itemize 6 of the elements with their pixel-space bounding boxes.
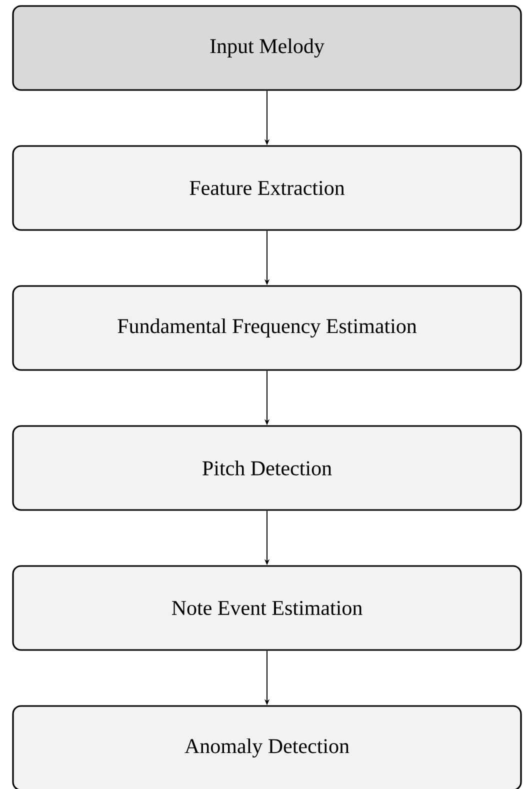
process-box: Anomaly Detection — [12, 705, 522, 789]
process-box: Input Melody — [12, 5, 522, 91]
process-box: Fundamental Frequency Estimation — [12, 285, 522, 371]
process-box: Feature Extraction — [12, 145, 522, 231]
process-box: Note Event Estimation — [12, 565, 522, 651]
process-box: Pitch Detection — [12, 425, 522, 511]
